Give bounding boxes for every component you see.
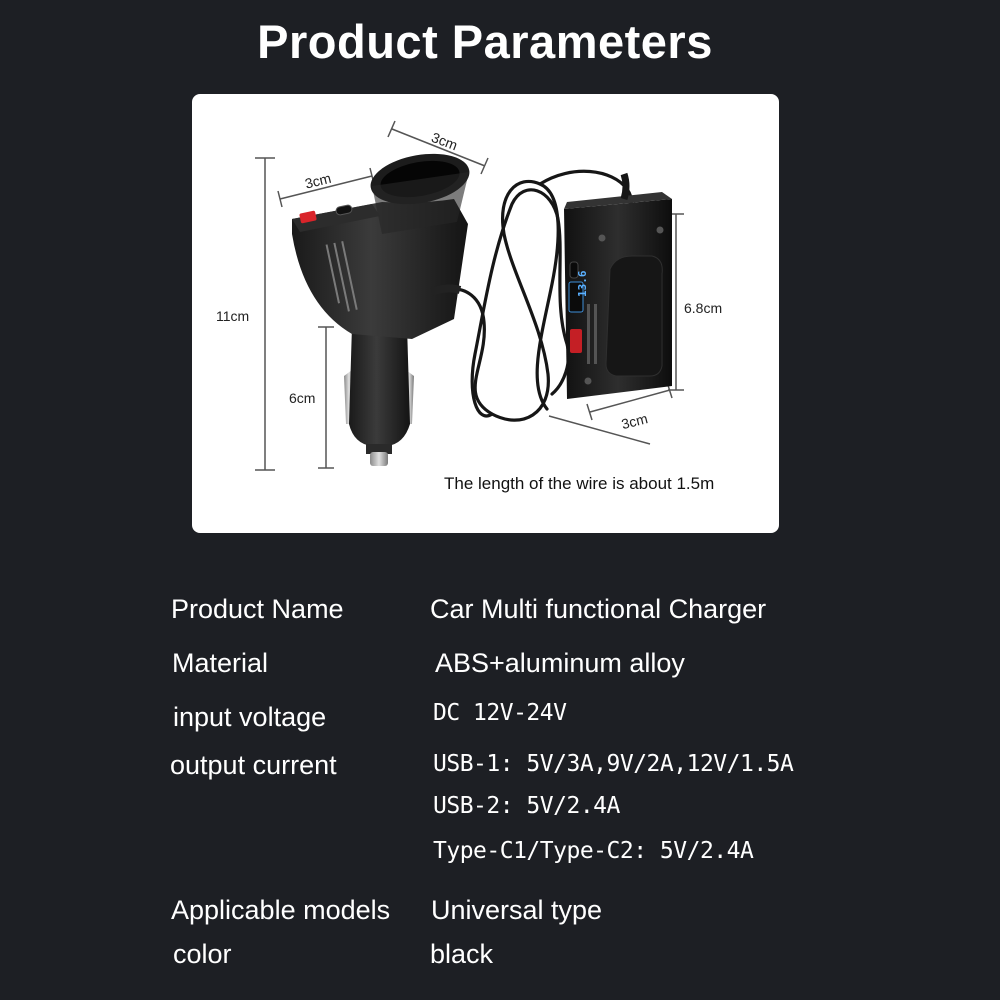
wire-length-note: The length of the wire is about 1.5m [444,474,715,493]
hub-width-label: 3cm [620,410,650,432]
top-width-label: 3cm [429,129,459,153]
spec-value-applicable-models: Universal type [431,895,603,925]
spec-label-material: Material [172,648,269,678]
dimension-hub-height: 6.8cm [668,213,722,391]
spec-label-input-voltage: input voltage [173,702,327,732]
product-image-panel: 11cm 6cm 3cm 3cm 6.8cm [192,94,779,533]
total-height-label: 11cm [216,308,249,324]
plug-height-label: 6cm [289,390,315,406]
car-plug-charger [292,153,470,466]
dimension-plug-head-width: 3cm [277,167,375,208]
hub-height-label: 6.8cm [684,300,722,316]
wire-length-leader [548,415,651,445]
spec-label-product-name: Product Name [171,594,344,624]
spec-label-color: color [173,939,232,969]
dimension-plug-height: 6cm [289,326,334,469]
voltage-display [568,281,584,313]
type-c-port-icon [335,204,353,216]
usb-qc-port-icon [299,210,317,224]
product-dimension-illustration: 11cm 6cm 3cm 3cm 6.8cm [216,120,722,471]
hub-usb-port-icon [570,329,582,353]
spec-value-output-current-line-2: USB-2: 5V/2.4A [433,793,620,819]
spec-value-color: black [430,939,494,969]
hub-type-c-port-icon [569,261,579,279]
spec-label-output-current: output current [170,750,337,780]
spec-value-product-name: Car Multi functional Charger [430,594,767,624]
spec-label-applicable-models: Applicable models [171,895,391,925]
spec-value-output-current-line-3: Type-C1/Type-C2: 5V/2.4A [433,838,754,864]
svg-text:13.6: 13.6 [576,270,589,297]
spec-value-output-current-line-1: USB-1: 5V/3A,9V/2A,12V/1.5A [433,751,794,777]
plug-head-width-label: 3cm [303,170,333,192]
page-title: Product Parameters [257,15,713,68]
spec-value-material: ABS+aluminum alloy [435,648,685,678]
usb-hub-box: 13.6 [564,172,672,399]
spec-value-input-voltage: DC 12V-24V [433,700,567,726]
dimension-total-height: 11cm [216,157,275,471]
